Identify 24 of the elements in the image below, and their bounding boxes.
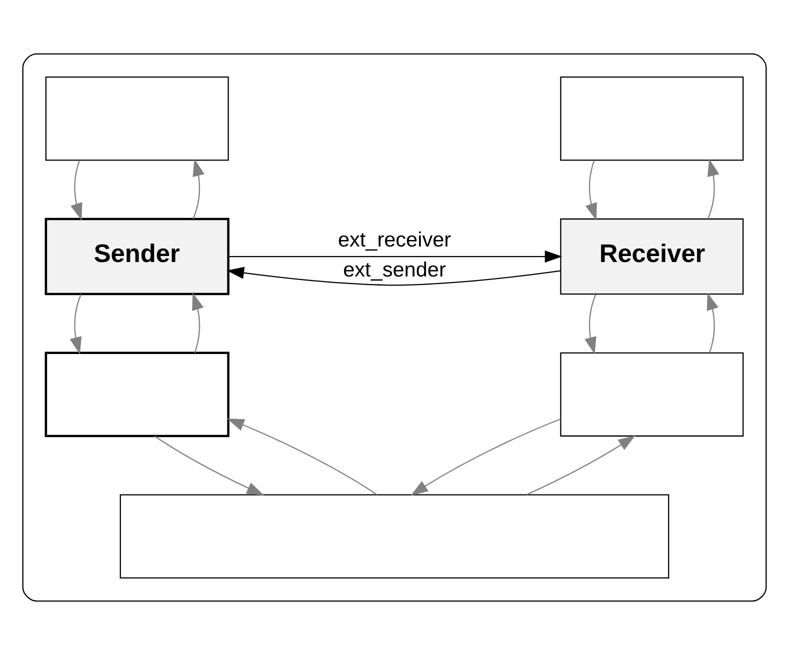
node-box bbox=[119, 494, 669, 579]
node-box bbox=[44, 76, 228, 161]
arrow bbox=[706, 158, 719, 220]
arrow bbox=[526, 435, 635, 496]
arrow bbox=[69, 294, 82, 354]
arrow bbox=[584, 160, 596, 221]
arrow bbox=[226, 418, 377, 496]
node-box: Receiver bbox=[560, 218, 744, 295]
cluster bbox=[22, 53, 766, 602]
edge-label: ext_receiver bbox=[337, 228, 451, 252]
node-box bbox=[560, 76, 744, 161]
arrow bbox=[228, 250, 562, 263]
node-box bbox=[560, 352, 744, 437]
arrow bbox=[410, 418, 560, 496]
arrow bbox=[584, 294, 596, 354]
arrow bbox=[154, 436, 264, 496]
node-box bbox=[44, 352, 229, 438]
arrow bbox=[226, 266, 560, 286]
arrow bbox=[192, 158, 204, 220]
arrow bbox=[706, 292, 718, 353]
node-box: Sender bbox=[44, 218, 229, 296]
arrow bbox=[192, 292, 204, 353]
arrow bbox=[70, 160, 82, 221]
edge-label: ext_sender bbox=[342, 258, 446, 282]
